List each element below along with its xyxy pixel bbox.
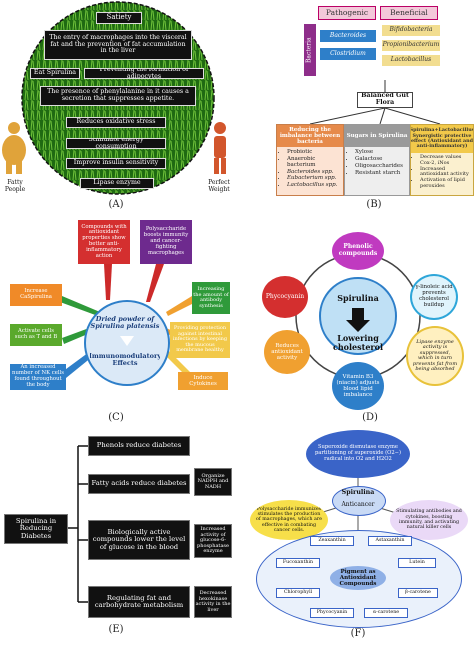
panel-a: Satiety The entry of macrophages into th… xyxy=(0,0,232,210)
d-node-phycocyanin: Phycocyanin xyxy=(262,276,308,318)
f-top: Superoxide dismutase enzyme partitioning… xyxy=(306,430,410,478)
col3-title: Spirulina+Lactobacillus Synergistic prot… xyxy=(411,125,473,153)
center-bottom: Immunomodulatory Effects xyxy=(90,351,160,367)
d-center-bottom: Lowering cholesterol xyxy=(332,333,384,352)
macrophage-box: The entry of macrophages into the viscer… xyxy=(44,30,192,60)
col1: Reducing the imbalance between bacteria … xyxy=(276,124,344,196)
energy-box: Stimulate energy consumption xyxy=(66,138,166,149)
e-branch-fatty-acids: Fatty acids reduce diabetes xyxy=(88,474,190,494)
f-anticancer: Anticancer xyxy=(341,500,375,508)
caption-a: (A) xyxy=(108,199,124,210)
col1-item: Anaerobic bacterium xyxy=(287,156,343,169)
c-box-cytokines: Induce Cytokines xyxy=(178,372,228,390)
f-pigment-lutein: Lutein xyxy=(398,558,436,568)
fatty-person-icon xyxy=(2,122,26,174)
balanced-gut-flora: Balanced Gut Flora xyxy=(357,92,413,108)
caption-b: (B) xyxy=(366,199,382,210)
col2-title: Sugars in Spirulina xyxy=(345,125,409,147)
f-spirulina-circle xyxy=(332,486,386,516)
col2: Sugars in Spirulina Xylose Galactose Oli… xyxy=(344,124,410,196)
panel-d: Spirulina Lowering cholesterol Phenolic … xyxy=(240,212,474,424)
e-branch-metabolism: Regulating fat and carbohydrate metaboli… xyxy=(88,586,190,618)
e-branch-bioactive: Biologically active compounds lower the … xyxy=(88,520,190,560)
beneficial-header: Beneficial xyxy=(380,6,438,20)
f-pigment-zeaxanthin: Zeaxanthin xyxy=(310,536,354,546)
panel-e-tree xyxy=(68,445,88,603)
c-box-polysaccharide: Polysaccharide boosts immunity and cance… xyxy=(140,220,192,264)
beneficial-item-3: Lactobacillus xyxy=(382,55,440,66)
f-pigment-astaxanthin: Astaxanthin xyxy=(368,536,412,546)
c-box-antibody: Increasing the amount of antibody synthe… xyxy=(192,282,230,314)
col1-item: Lactobacillus spp. xyxy=(287,182,343,189)
panel-b: Pathogenic Beneficial Bacteria Bacteroid… xyxy=(240,0,474,210)
insulin-box: Improve insulin sensitivity xyxy=(66,158,166,169)
pathogenic-item-2: Clostridium xyxy=(320,48,376,60)
panel-f: Superoxide dismutase enzyme partitioning… xyxy=(240,428,474,640)
panel-e: Spirulina in Reducing Diabetes Phenols r… xyxy=(0,428,232,640)
f-left: Polysaccharide immunizes stimulates the … xyxy=(250,500,328,540)
eat-spirulina-box: Eat Spirulina xyxy=(30,68,80,79)
col2-item: Xylose xyxy=(355,149,409,156)
col2-item: Galactose xyxy=(355,156,409,163)
col3-list: Decrease values Cox-2, iNos Increased an… xyxy=(411,154,473,190)
center-arrow-icon xyxy=(120,336,134,346)
col1-item: Bacteroides spp. xyxy=(287,169,343,176)
col3-item: Decrease values Cox-2, iNos xyxy=(420,154,473,167)
col2-list: Xylose Galactose Oligosaccharides Resist… xyxy=(345,149,409,177)
fatty-people-label: Fatty People xyxy=(4,179,26,193)
c-box-nk-cells: An increased number of NK cells found th… xyxy=(10,364,66,390)
adipocytes-box: Preventing the formation of adipocytes xyxy=(84,68,204,79)
col3-item: Increased antioxidant activity xyxy=(420,166,473,179)
panel-b-connectors xyxy=(309,80,441,125)
f-pigment-phycocyanin: Phycocyanin xyxy=(310,608,354,618)
f-spirulina: Spirulina xyxy=(341,488,375,496)
d-node-lipase: Lipase enzyme activity is suppressed, wh… xyxy=(406,326,464,386)
caption-e: (E) xyxy=(108,624,124,635)
caption-c: (C) xyxy=(108,412,124,423)
c-box-intestinal: Providing protection against intestinal … xyxy=(170,322,230,358)
f-pigment-center: Pigment as Antioxidant Compounds xyxy=(330,566,386,590)
f-pigment-chlorophyll: Chlorophyll xyxy=(276,588,320,598)
e-note-glucose6: Increased activity of glucose-6-phosphat… xyxy=(194,524,232,558)
oxidative-stress-box: Reduces oxidative stress xyxy=(66,117,166,128)
col2-item: Oligosaccharides xyxy=(355,163,409,170)
bacteria-vertical-label: Bacteria xyxy=(304,24,316,76)
e-note-nadph: Organize NADPH and NADH xyxy=(194,468,232,496)
col3-item: Activation of lipid peroxides xyxy=(420,177,473,190)
col1-item: Probiotic xyxy=(287,149,343,156)
f-pigment-fucoxanthin: Fucoxanthin xyxy=(276,558,320,568)
perfect-weight-label: Perfect Weight xyxy=(208,179,230,193)
f-pigment-alpha-carotene: α-carotene xyxy=(364,608,408,618)
caption-f: (F) xyxy=(350,628,366,639)
col1-item: Eubacterium spp. xyxy=(287,175,343,182)
col3: Spirulina+Lactobacillus Synergistic prot… xyxy=(410,124,474,196)
d-node-gamma-linoleic: γ-linoleic acid prevents cholesterol bui… xyxy=(410,274,458,320)
col2-item: Resistant starch xyxy=(355,170,409,177)
c-box-tb-cells: Activate cells such as T and B xyxy=(10,324,62,346)
pathogenic-header: Pathogenic xyxy=(318,6,376,20)
phenylalanine-box: The presence of phenylalanine in it caus… xyxy=(40,86,196,106)
lipase-box: Lipase enzyme xyxy=(80,178,154,189)
beneficial-item-1: Bifidobacteria xyxy=(382,25,440,36)
d-center-top: Spirulina xyxy=(337,292,379,303)
e-branch-phenols: Phenols reduce diabetes xyxy=(88,436,190,456)
caption-d: (D) xyxy=(362,412,378,423)
center-top: Dried powder of Spirulina platensis xyxy=(90,314,160,330)
f-right: Stimulating antibodies and cytokines, bo… xyxy=(390,500,468,540)
col1-title: Reducing the imbalance between bacteria xyxy=(277,125,343,147)
col1-list: Probiotic Anaerobic bacterium Bacteroide… xyxy=(277,149,343,189)
d-node-phenolic: Phenolic compounds xyxy=(332,232,384,270)
c-box-antioxidant: Compounds with antioxidant properties sh… xyxy=(78,220,130,264)
panel-c: Dried powder of Spirulina platensis Immu… xyxy=(0,212,232,424)
beneficial-item-2: Propionibacterium xyxy=(382,40,440,51)
e-note-hexokinase: Decreased hexokinase activity in the liv… xyxy=(194,586,232,618)
e-root: Spirulina in Reducing Diabetes xyxy=(4,514,68,544)
f-pigment-beta-carotene: β-carotene xyxy=(398,588,438,598)
d-node-antioxidant: Reduces antioxidant activity xyxy=(264,330,310,374)
satiety-box: Satiety xyxy=(96,12,142,24)
perfect-weight-person-icon xyxy=(214,122,226,174)
c-box-casprirulina: Increase CaSpirulina xyxy=(10,284,62,306)
d-node-vitamin-b3: Vitamin B3 (niacin) adjusts blood lipid … xyxy=(332,362,384,410)
pathogenic-item-1: Bacteroides xyxy=(320,30,376,42)
